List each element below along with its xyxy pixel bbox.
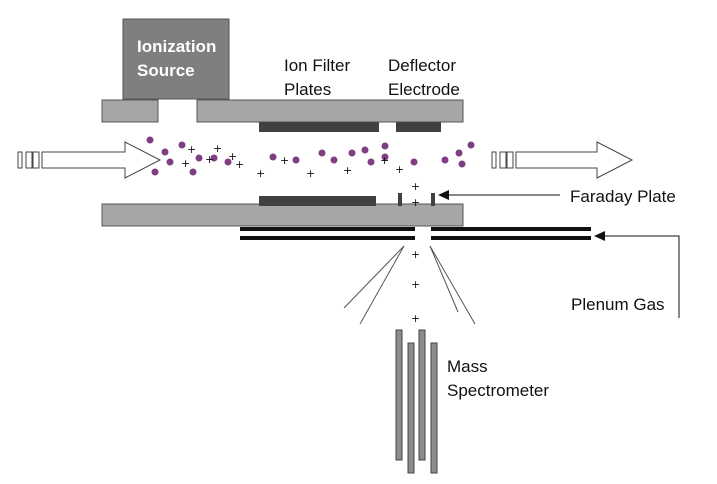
mass-spectrometer-label-line2: Spectrometer (447, 381, 549, 400)
faraday-plate (398, 193, 435, 206)
ion: + (256, 167, 265, 180)
plenum-gas-pointer (594, 231, 680, 318)
ion: + (181, 157, 190, 170)
ion: + (380, 154, 389, 167)
mass-spectrometer-rods (395, 329, 438, 474)
ion: + (411, 196, 420, 209)
top-chamber-wall (101, 99, 464, 123)
ion: + (280, 154, 289, 167)
bottom-chamber-wall (101, 203, 464, 227)
faraday-plate-label: Faraday Plate (570, 187, 676, 206)
ionization-source-label-line2: Source (137, 61, 195, 80)
ionization-source: Ionization Source (122, 18, 230, 100)
ion: + (343, 164, 352, 177)
neutral-molecules (146, 136, 475, 176)
plenum-gas-label: Plenum Gas (571, 295, 665, 314)
deflector-electrode-label-line2: Electrode (388, 80, 460, 99)
plenum-gas-lines (240, 227, 591, 240)
ion: + (411, 312, 420, 325)
ion: + (411, 180, 420, 193)
ion: + (187, 143, 196, 156)
mass-spectrometer-label-line1: Mass (447, 357, 488, 376)
ion-beam-funnel (343, 245, 476, 325)
ion: + (205, 153, 214, 166)
deflector-electrode-label-line1: Deflector (388, 56, 456, 75)
ion-filter-plate-bottom (259, 196, 376, 206)
faraday-plate-pointer (438, 190, 560, 200)
ion: + (306, 167, 315, 180)
ion: + (411, 248, 420, 261)
ion: + (411, 278, 420, 291)
inlet-flow-arrow (17, 141, 162, 179)
ion-filter-plate-top (259, 122, 379, 132)
ions: + + + + + + + + + + + + + + + + + (181, 142, 420, 325)
ion: + (395, 163, 404, 176)
ion: + (235, 158, 244, 171)
ion: + (213, 142, 222, 155)
ion-filter-plates-label-line2: Plates (284, 80, 331, 99)
deflector-electrode (396, 122, 441, 132)
ionization-source-label-line1: Ionization (137, 37, 216, 56)
ion-filter-plates-label-line1: Ion Filter (284, 56, 350, 75)
ion: + (228, 150, 237, 163)
outlet-flow-arrow (491, 141, 634, 179)
